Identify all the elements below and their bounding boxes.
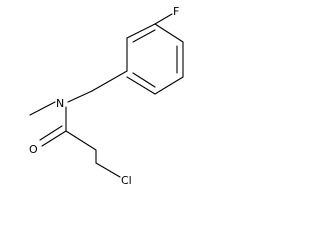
bond-c-fluorine: [154, 13, 173, 25]
structure-diagram: F N O Cl: [29, 5, 184, 187]
atom-label-nitrogen: N: [56, 97, 64, 110]
bond-carbonyl-oxygen-2: [39, 125, 63, 141]
atom-label-chlorine: Cl: [121, 174, 132, 187]
ring-bond-c4-c5: [154, 23, 184, 43]
atom-label-oxygen: O: [29, 143, 38, 156]
ring-double-bond-3: [132, 72, 156, 88]
ring-bond-c3-c4: [126, 23, 156, 39]
bond-carbonyl-oxygen-1: [41, 130, 67, 147]
ring-bond-c7-c2: [126, 76, 156, 95]
bond-carbonyl-ch2: [65, 130, 97, 151]
ring-bond-c6-c7: [154, 76, 184, 95]
ring-double-bond-1: [132, 29, 156, 43]
atom-label-fluorine: F: [173, 5, 179, 18]
bond-ch2-chlorine: [95, 162, 121, 178]
bond-nitrogen-methyl: [29, 101, 56, 116]
ring-bond-c1-c2: [91, 70, 128, 92]
benzene-ring: [91, 23, 184, 95]
bond-ch2-nitrogen: [67, 90, 93, 103]
